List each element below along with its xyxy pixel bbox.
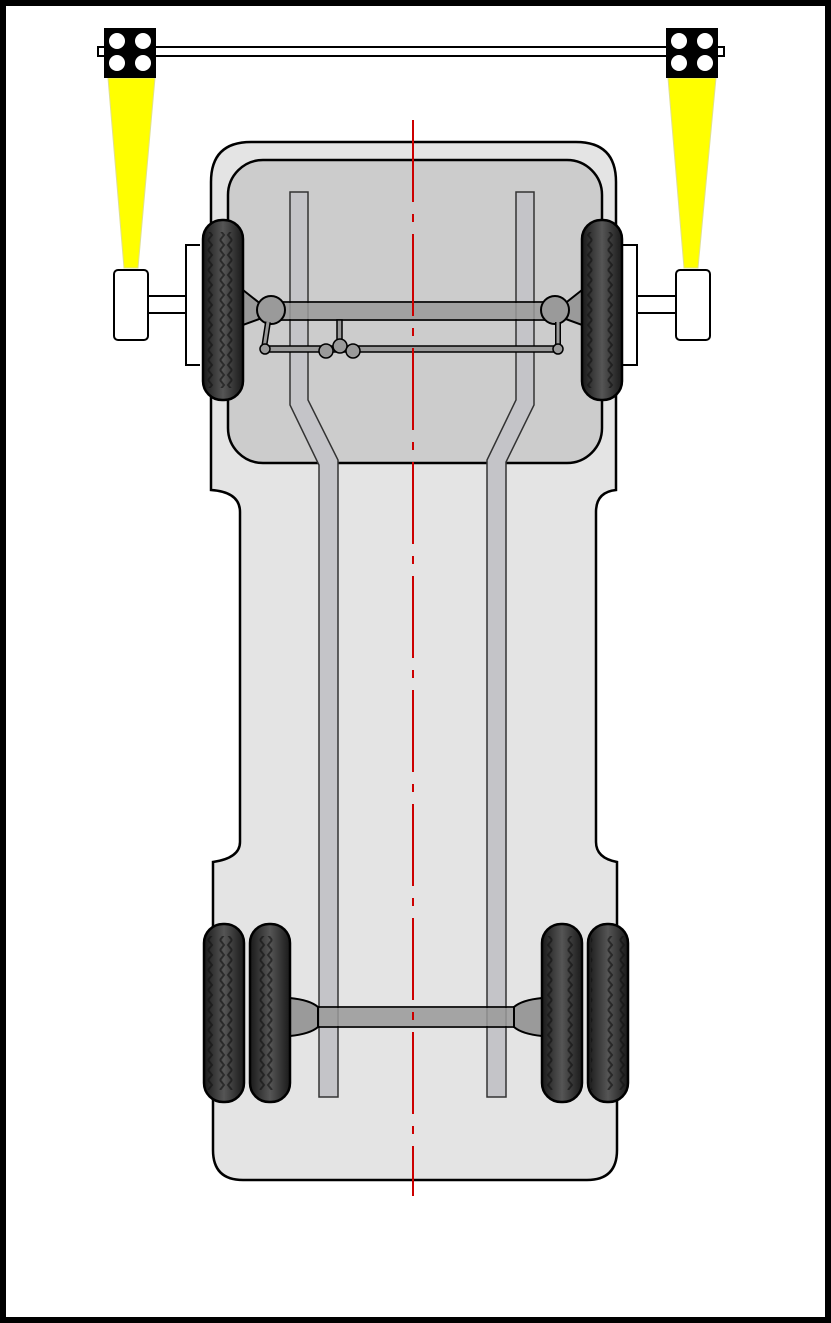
front-right-tire [580, 218, 624, 402]
rear-right-outer-tire [586, 922, 630, 1104]
rear-right-inner-tire [540, 922, 584, 1104]
right-frame-rail [486, 191, 535, 1098]
left-frame-rail [289, 191, 339, 1098]
front-left-tire [201, 218, 245, 402]
rear-left-inner-tire [248, 922, 292, 1104]
right-target-head [666, 28, 718, 78]
right-camera-unit [623, 244, 711, 366]
alignment-rail [97, 46, 725, 57]
steering-linkage [259, 319, 564, 359]
rear-axle [289, 996, 543, 1038]
rear-left-outer-tire [202, 922, 246, 1104]
left-camera-unit [113, 244, 200, 366]
left-target-head [104, 28, 156, 78]
